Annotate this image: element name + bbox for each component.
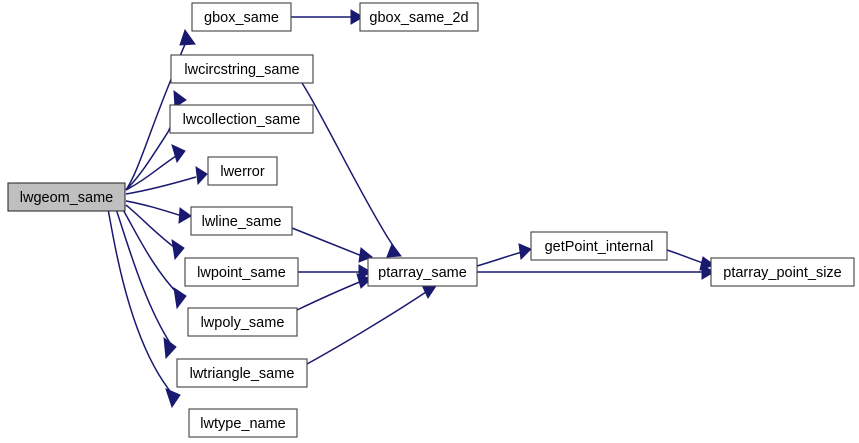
edge-arrowhead xyxy=(356,273,372,289)
edge-line xyxy=(107,208,175,397)
edge-line xyxy=(306,291,427,365)
node-getPoint_internal[interactable]: getPoint_internal xyxy=(530,231,668,261)
node-lwcircstring_same[interactable]: lwcircstring_same xyxy=(170,54,314,84)
edge-line xyxy=(125,155,177,191)
node-lwpoly_same[interactable]: lwpoly_same xyxy=(187,307,298,337)
edge-lwgeom_same-to-lwpoly_same xyxy=(121,207,187,310)
node-label: lwcircstring_same xyxy=(184,62,299,78)
edge-lwline_same-to-ptarray_same xyxy=(291,227,373,263)
edge-line xyxy=(115,208,173,347)
node-box[interactable] xyxy=(207,156,278,186)
node-label: lwcollection_same xyxy=(183,112,301,128)
node-box[interactable] xyxy=(170,54,314,84)
edge-arrowhead xyxy=(386,242,402,258)
edge-arrowhead xyxy=(421,284,437,300)
node-box[interactable] xyxy=(190,206,293,236)
node-label: gbox_same_2d xyxy=(369,10,468,26)
edge-arrowhead xyxy=(195,166,208,186)
edge-line xyxy=(301,82,399,254)
edge-arrowhead xyxy=(179,28,196,46)
node-box[interactable] xyxy=(187,307,298,337)
edge-line xyxy=(125,37,189,191)
edge-arrowhead xyxy=(699,256,716,271)
edge-ptarray_same-to-getPoint_internal xyxy=(476,243,532,267)
edge-arrowhead xyxy=(163,336,177,360)
node-box[interactable] xyxy=(367,257,478,287)
edge-arrowhead xyxy=(171,238,185,261)
node-lwgeom_same[interactable]: lwgeom_same xyxy=(7,182,126,212)
edge-arrowhead xyxy=(358,247,373,263)
node-box[interactable] xyxy=(184,257,299,287)
node-label: lwerror xyxy=(220,164,264,180)
edge-lwcircstring_same-to-ptarray_same xyxy=(301,82,402,258)
node-label: lwline_same xyxy=(202,214,282,230)
node-lwtriangle_same[interactable]: lwtriangle_same xyxy=(176,358,308,388)
node-box[interactable] xyxy=(710,257,855,287)
edge-line xyxy=(476,251,523,267)
node-gbox_same_2d[interactable]: gbox_same_2d xyxy=(359,2,479,32)
edge-line xyxy=(125,200,183,217)
edge-lwgeom_same-to-gbox_same xyxy=(125,28,196,191)
nodes-layer: lwgeom_same gbox_same gbox_same_2d lwcircst… xyxy=(7,2,855,438)
node-lwtype_name[interactable]: lwtype_name xyxy=(188,408,298,438)
node-box[interactable] xyxy=(191,2,292,32)
edge-lwgeom_same-to-lwline_same xyxy=(125,200,192,224)
node-gbox_same[interactable]: gbox_same xyxy=(191,2,292,32)
edge-line xyxy=(121,207,181,297)
edge-lwpoly_same-to-ptarray_same xyxy=(296,273,372,311)
edge-arrowhead xyxy=(165,388,181,409)
edge-line xyxy=(666,249,707,265)
edge-arrowhead xyxy=(350,9,364,25)
edge-lwgeom_same-to-lwpoint_same xyxy=(125,204,185,261)
edge-line xyxy=(296,280,363,311)
edge-lwgeom_same-to-lwerror xyxy=(125,166,208,195)
edge-arrowhead xyxy=(178,207,192,224)
node-lwcollection_same[interactable]: lwcollection_same xyxy=(169,104,314,134)
node-lwline_same[interactable]: lwline_same xyxy=(190,206,293,236)
edge-arrowhead xyxy=(173,286,187,310)
node-box[interactable] xyxy=(7,182,126,212)
node-box[interactable] xyxy=(359,2,479,32)
node-lwerror[interactable]: lwerror xyxy=(207,156,278,186)
edge-ptarray_same-to-ptarray_point_size xyxy=(477,264,715,280)
node-ptarray_point_size[interactable]: ptarray_point_size xyxy=(710,257,855,287)
node-lwpoint_same[interactable]: lwpoint_same xyxy=(184,257,299,287)
node-ptarray_same[interactable]: ptarray_same xyxy=(367,257,478,287)
edge-arrowhead xyxy=(173,89,187,108)
node-label: ptarray_same xyxy=(378,265,467,281)
node-label: getPoint_internal xyxy=(545,239,654,255)
edge-arrowhead xyxy=(518,243,532,261)
node-box[interactable] xyxy=(530,231,668,261)
edge-line xyxy=(125,176,197,195)
edge-gbox_same-to-gbox_same_2d xyxy=(291,9,364,25)
node-label: lwpoly_same xyxy=(201,315,285,331)
edge-getPoint_internal-to-ptarray_point_size xyxy=(666,249,716,271)
node-label: lwtype_name xyxy=(200,416,285,432)
node-label: lwtriangle_same xyxy=(190,366,295,382)
edge-lwgeom_same-to-lwtype_name xyxy=(107,208,181,409)
node-box[interactable] xyxy=(176,358,308,388)
node-box[interactable] xyxy=(169,104,314,134)
node-label: lwgeom_same xyxy=(20,190,114,206)
edge-arrowhead xyxy=(171,144,186,164)
edge-lwgeom_same-to-lwcollection_same xyxy=(125,144,186,191)
edges-layer xyxy=(107,9,716,409)
node-label: ptarray_point_size xyxy=(723,265,842,281)
node-label: lwpoint_same xyxy=(197,265,286,281)
node-label: gbox_same xyxy=(204,10,279,26)
edge-line xyxy=(291,227,363,257)
node-box[interactable] xyxy=(188,408,298,438)
edge-lwgeom_same-to-lwtriangle_same xyxy=(115,208,177,360)
